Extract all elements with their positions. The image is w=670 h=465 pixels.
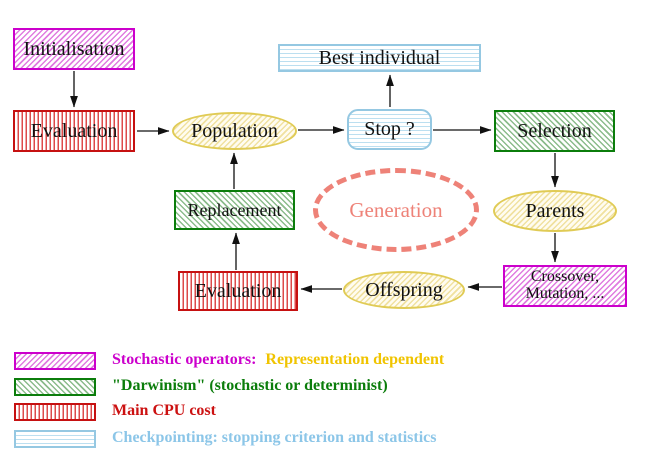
legend-text: "Darwinism" (stochastic or determinist): [112, 377, 388, 395]
legend-label-representation-dependent: Representation dependent: [265, 351, 445, 368]
legend-label-stochastic-operators: Stochastic operators:: [112, 351, 257, 368]
green-diagonal-hatch-swatch: [14, 378, 96, 396]
cyan-horizontal-stripes-swatch: [14, 430, 96, 448]
node-replacement-label: Replacement: [187, 199, 282, 220]
node-replacement: Replacement: [174, 190, 295, 230]
legend-text: Checkpointing: stopping criterion and st…: [112, 429, 436, 447]
node-crossover-mutation: Crossover, Mutation, ...: [503, 265, 627, 307]
node-selection-label: Selection: [517, 119, 592, 142]
node-crossover-line1: Crossover,: [530, 268, 600, 286]
node-stop-label: Stop ?: [364, 118, 415, 140]
node-best-individual-label: Best individual: [318, 46, 441, 69]
node-population-label: Population: [191, 119, 278, 142]
legend-item-main-cpu-cost: Main CPU cost: [0, 402, 670, 423]
legend-item-stochastic-operators: Stochastic operators: Representation depe…: [0, 351, 670, 372]
node-evaluation-top-label: Evaluation: [30, 119, 118, 142]
node-initialisation-label: Initialisation: [23, 37, 125, 60]
node-generation: Generation: [313, 168, 479, 252]
node-generation-label: Generation: [349, 197, 443, 222]
node-population: Population: [172, 112, 297, 150]
legend-label-checkpointing: Checkpointing: stopping criterion and st…: [112, 429, 437, 446]
node-parents-label: Parents: [525, 199, 585, 222]
node-evaluation-bottom-label: Evaluation: [194, 279, 282, 302]
legend-label-darwinism: "Darwinism" (stochastic or determinist): [112, 377, 388, 394]
legend-text: Main CPU cost: [112, 402, 216, 420]
node-stop: Stop ?: [347, 109, 432, 150]
node-evaluation-bottom: Evaluation: [178, 271, 298, 311]
magenta-diagonal-hatch-swatch: [14, 352, 96, 370]
node-evaluation-top: Evaluation: [13, 110, 135, 152]
node-offspring-label: Offspring: [365, 278, 443, 301]
node-crossover-line2: Mutation, ...: [525, 285, 605, 302]
legend-item-darwinism: "Darwinism" (stochastic or determinist): [0, 377, 670, 398]
node-parents: Parents: [493, 190, 617, 232]
node-offspring: Offspring: [343, 271, 465, 309]
legend-label-main-cpu-cost: Main CPU cost: [112, 402, 216, 419]
node-initialisation: Initialisation: [13, 28, 135, 70]
red-vertical-stripes-swatch: [14, 403, 96, 421]
legend-item-checkpointing: Checkpointing: stopping criterion and st…: [0, 429, 670, 450]
node-selection: Selection: [494, 110, 615, 152]
node-best-individual: Best individual: [278, 44, 481, 72]
legend-text: Stochastic operators: Representation depe…: [112, 351, 444, 369]
